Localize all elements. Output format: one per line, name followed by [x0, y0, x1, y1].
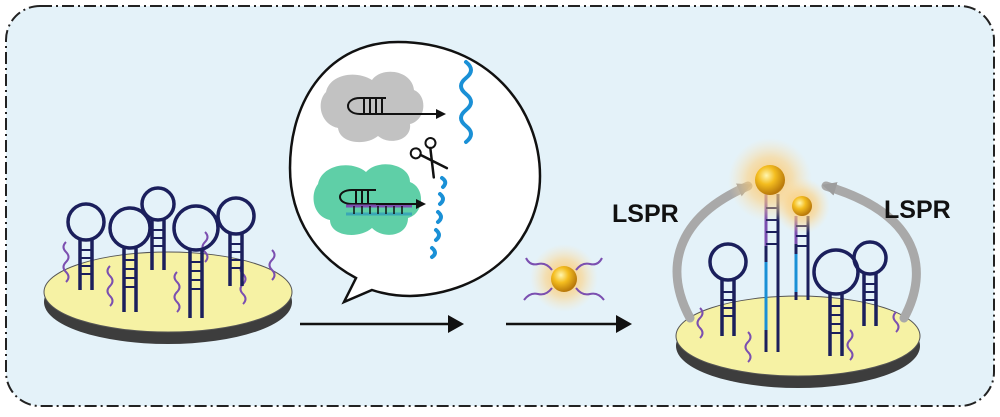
lspr-arrow-left	[672, 181, 753, 323]
lspr-label-left: LSPR	[612, 200, 679, 228]
right-hairpin-probes	[708, 240, 888, 356]
scissors-icon	[409, 137, 449, 179]
process-arrow-1-head	[448, 315, 464, 333]
free-nanoparticle-probe	[523, 244, 605, 312]
left-probe-strands	[62, 231, 276, 313]
lspr-label-right: LSPR	[884, 196, 951, 224]
bound-nanoparticle-small	[774, 178, 830, 234]
cas-protein-inactive	[320, 71, 424, 143]
crrna-inactive	[347, 97, 446, 119]
crrna-target-duplex	[339, 189, 426, 216]
right-probe-strands	[696, 307, 900, 363]
right-sensor-surface	[675, 295, 921, 388]
left-hairpin-probes	[66, 186, 256, 318]
intact-reporter-strand	[459, 60, 473, 144]
cleaved-reporter-fragments	[430, 176, 448, 259]
nanoparticle-icon	[551, 266, 577, 292]
lspr-arrow-right	[821, 181, 921, 323]
process-arrow-2-head	[616, 315, 632, 333]
